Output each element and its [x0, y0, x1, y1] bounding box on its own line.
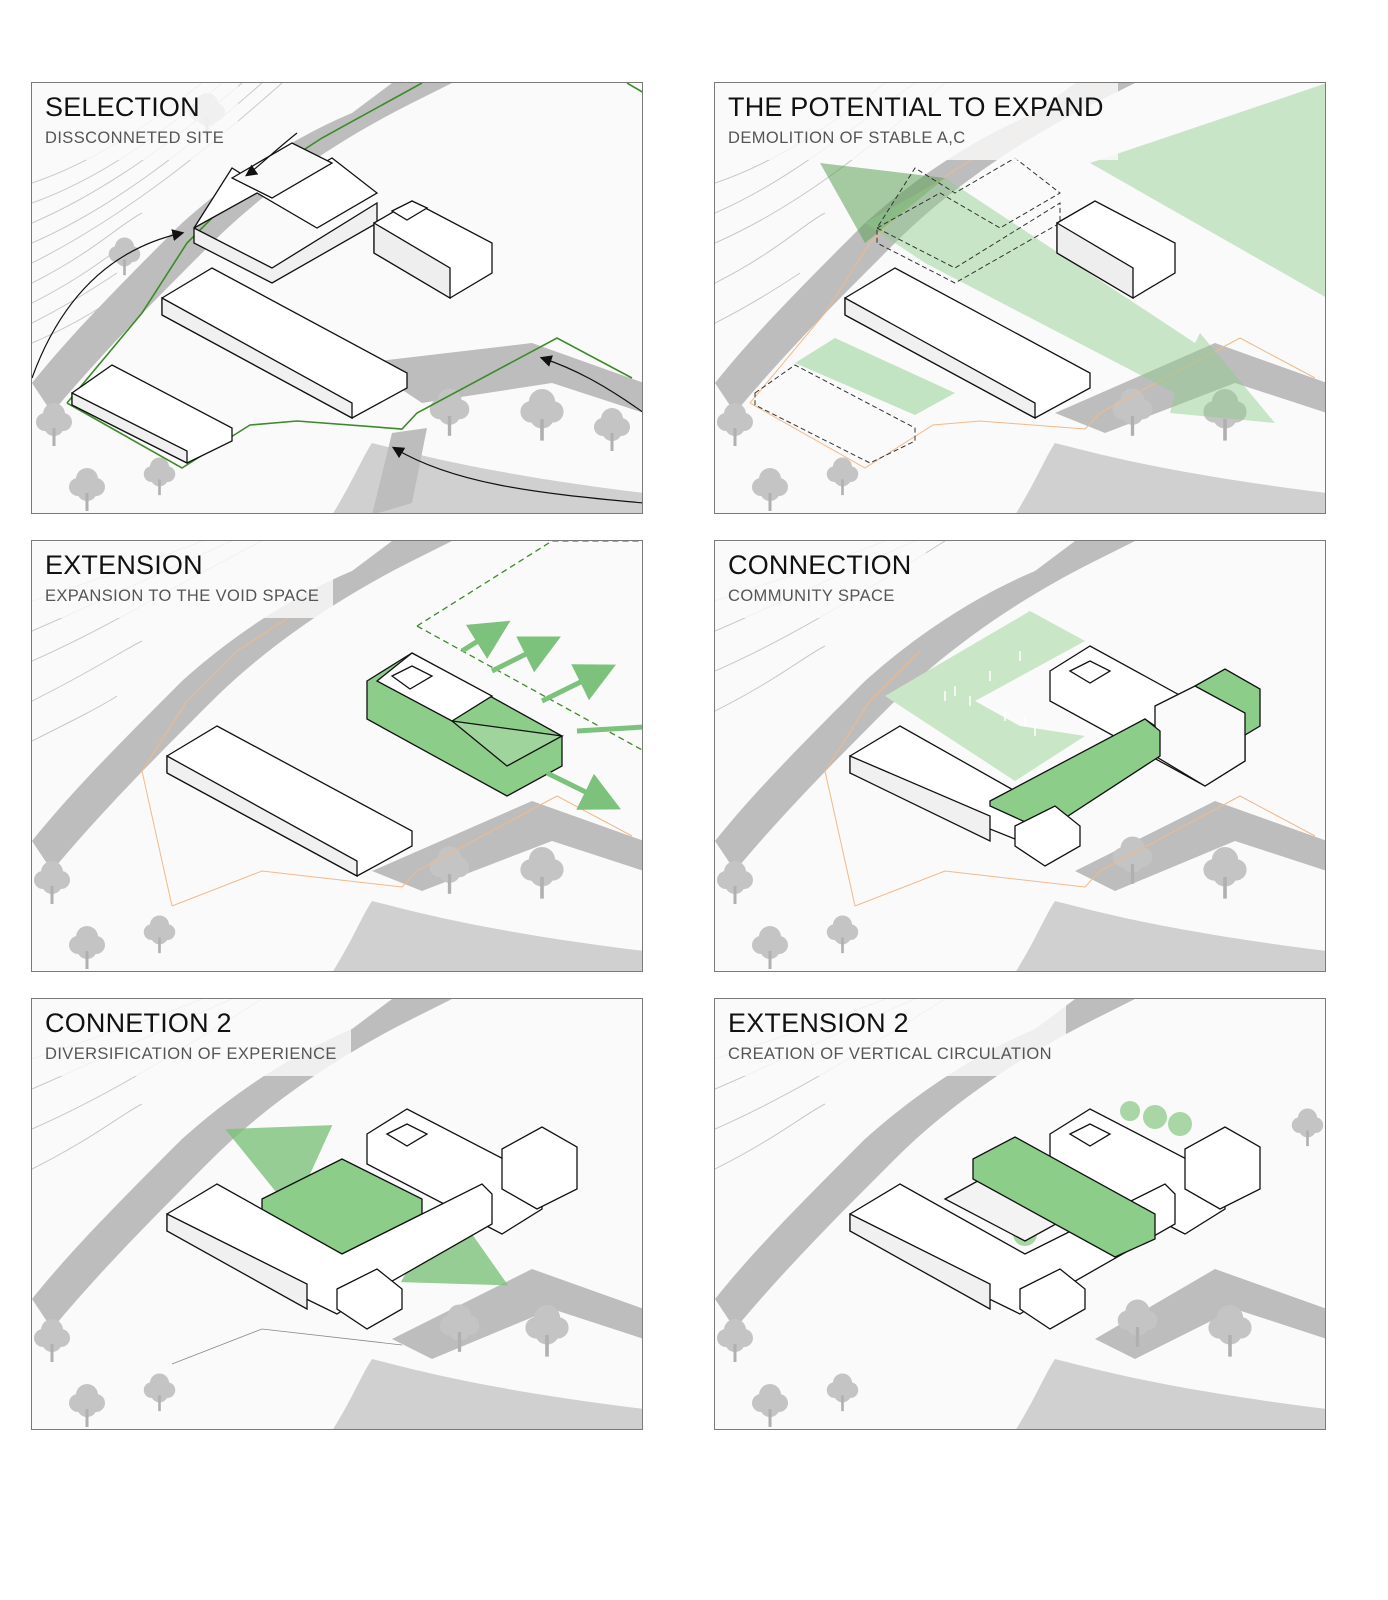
panel-label: EXTENSION 2 CREATION OF VERTICAL CIRCULA…: [715, 999, 1066, 1076]
panel-title: EXTENSION 2: [728, 1008, 909, 1038]
site-axonometric-connection-2: [32, 999, 642, 1429]
site-axonometric-demolition: [715, 83, 1325, 513]
site-axonometric-extension: [32, 541, 642, 971]
site-axonometric-extension-2: [715, 999, 1325, 1429]
panel-selection: SELECTION DISSCONNETED SITE: [31, 82, 643, 514]
panel-title: THE POTENTIAL TO EXPAND: [728, 92, 1104, 122]
site-axonometric-selection: [32, 83, 642, 513]
panel-subtitle: EXPANSION TO THE VOID SPACE: [45, 587, 320, 605]
panel-title: CONNETION 2: [45, 1008, 232, 1038]
panel-subtitle: COMMUNITY SPACE: [728, 587, 895, 605]
panel-label: THE POTENTIAL TO EXPAND DEMOLITION OF ST…: [715, 83, 1118, 160]
panel-title: SELECTION: [45, 92, 200, 122]
panel-subtitle: DEMOLITION OF STABLE A,C: [728, 129, 966, 147]
panel-connection: CONNECTION COMMUNITY SPACE: [714, 540, 1326, 972]
panel-label: CONNETION 2 DIVERSIFICATION OF EXPERIENC…: [32, 999, 351, 1076]
panel-subtitle: DIVERSIFICATION OF EXPERIENCE: [45, 1045, 337, 1063]
panel-subtitle: CREATION OF VERTICAL CIRCULATION: [728, 1045, 1052, 1063]
panel-potential-to-expand: THE POTENTIAL TO EXPAND DEMOLITION OF ST…: [714, 82, 1326, 514]
site-axonometric-connection: [715, 541, 1325, 971]
panel-label: EXTENSION EXPANSION TO THE VOID SPACE: [32, 541, 334, 618]
panel-subtitle: DISSCONNETED SITE: [45, 129, 225, 147]
panel-title: EXTENSION: [45, 550, 203, 580]
panel-label: SELECTION DISSCONNETED SITE: [32, 83, 239, 160]
panel-extension: EXTENSION EXPANSION TO THE VOID SPACE: [31, 540, 643, 972]
panel-label: CONNECTION COMMUNITY SPACE: [715, 541, 926, 618]
panel-connection-2: CONNETION 2 DIVERSIFICATION OF EXPERIENC…: [31, 998, 643, 1430]
panel-extension-2: EXTENSION 2 CREATION OF VERTICAL CIRCULA…: [714, 998, 1326, 1430]
panel-title: CONNECTION: [728, 550, 912, 580]
